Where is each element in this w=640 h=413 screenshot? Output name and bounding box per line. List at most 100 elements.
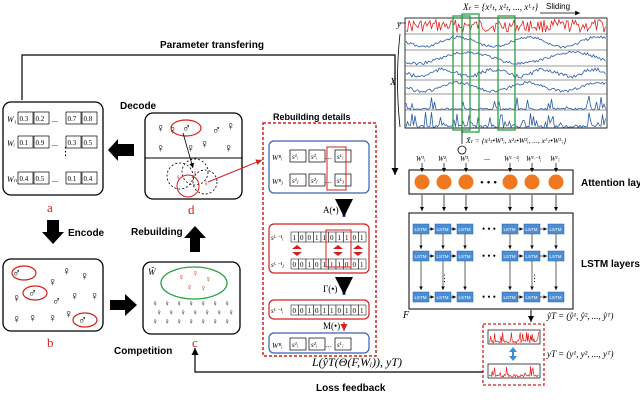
lstm-cell-label: LSTM [415,254,427,259]
bit-string-label: sᴸ⁻¹ᵢ [271,234,283,242]
weight-cell [65,135,82,149]
selected-individual-icon: ♀ [205,274,212,284]
rebuilding-label: Rebuilding [131,227,183,238]
lstm-vdots: ⋮ [440,273,449,283]
input-series-line [405,80,606,94]
weight-ellipsis: ... [484,153,490,162]
weight-row-label: Wₙ [7,175,18,184]
gene-label: s²ᵢ [311,341,317,349]
lstm-cell-label: LSTM [415,227,427,232]
bit-value: 0 [293,261,297,269]
parameter-transfer-label: Parameter transfering [160,40,264,51]
individual-icon: ♀ [176,317,182,326]
input-series-line [405,35,606,49]
bit-value: 1 [360,261,364,269]
attention-weight-label: W¹ᵢ [416,155,425,163]
selected-individual-icon: ♀ [200,283,207,293]
lstm-layers: LSTM LSTM LSTM LSTM LSTM LSTM • • • LSTM LSTM LST… [408,212,574,310]
gene-cell [334,337,352,351]
offspring-icon: ♀ [175,173,181,182]
individual-icon: ♀ [152,299,158,308]
individual-icon: ♀ [200,137,209,151]
individual-icon: ♀ [192,308,198,317]
input-series-line [405,50,606,66]
individual-icon: ♀ [200,317,206,326]
individual-icon: ♀ [168,308,174,317]
weights-vdots: ⋮ [60,146,71,158]
lstm-cell [547,291,565,303]
xt-weighted-label: X̃ₜ = {x¹ₜ•W¹ᵢ, x²ₜ•W²ᵢ, ..., xᴸₜ•Wᴸᵢ} [465,136,566,145]
gene-cell [334,173,352,187]
selected-individual-icon: ♀ [186,282,193,292]
gene-label: sᴸᵢ [337,341,344,349]
lstm-cell-label: LSTM [550,254,562,259]
selected-individual-icon: ♀ [192,268,199,278]
individual-icon: ♀ [70,289,79,303]
weight-value: 0.2 [36,115,45,123]
weight-value: 0.4 [84,175,93,183]
panel-a-label: a [47,200,53,215]
lstm-cell-label: LSTM [437,254,449,259]
weight-row-label: Wᵢ [7,139,15,148]
weight-ellipsis: ... [52,115,58,124]
bit-value: 0 [300,261,304,269]
gene-ellipsis: … [325,341,332,349]
bit-value: 1 [338,261,342,269]
offspring-icon: ♀ [203,179,209,188]
lstm-cell-label: LSTM [526,254,538,259]
gene-cell [289,173,307,187]
attention-layer: • • • [408,169,574,211]
input-series-line [405,18,606,34]
gene-cell [289,337,307,351]
gene-label: sᴸᵢ [337,153,344,161]
bit-value: 1 [345,234,349,242]
competition-arrow [110,294,137,316]
bit-value: 0 [338,307,342,315]
bit-value: 1 [330,307,334,315]
bit-value: 0 [300,234,304,242]
lstm-cell-label: LSTM [504,295,516,300]
gene-cell [334,149,352,163]
bit-value: 1 [323,234,327,242]
gene-label: s¹ᵢ [292,153,298,161]
lstm-cell-label: LSTM [504,254,516,259]
bit-value: 0 [330,234,334,242]
x-axis-label: X [389,77,397,88]
individual-icon: ♀ [48,311,57,325]
panel-c-competition: ♀♀♀♀♀♀♀♀♀♀♀♀♀♀♀♀♀♀♀♀♀♀♀♀♀♀ [142,261,241,335]
encode-arrow [42,220,64,244]
bit-value: 1 [338,234,342,242]
weight-value: 0.3 [68,139,77,147]
individual-icon: ♂ [12,266,21,280]
lstm-ellipsis: • • • [482,224,496,234]
individual-icon: ♀ [224,299,230,308]
attention-weight-label: Wᴸ⁻¹ᵢ [526,155,542,163]
gene-ellipsis: … [325,153,332,161]
gene-cell [308,173,326,187]
gene-label: sᴸⱼ [337,177,345,185]
sliding-label: Sliding [546,2,570,11]
gene-label: s¹ⱼ [292,177,299,185]
panel-c-label: c [192,335,198,350]
lstm-cell-label: LSTM [550,295,562,300]
weight-cell [17,111,34,125]
predicted-series-line [488,332,539,344]
gene-cell [308,337,326,351]
gene-label: s²ᵢ [311,153,317,161]
lstm-cell-label: LSTM [526,227,538,232]
gene-cell [289,149,307,163]
op-a-label: A(•) [323,205,339,215]
lstm-cell-label: LSTM [437,227,449,232]
lstm-ellipsis: • • • [482,251,496,261]
bit-value: 0 [315,307,319,315]
attention-node [436,174,452,190]
lstm-cell-label: LSTM [459,254,471,259]
chromosome-label: Wᴮᵢ [272,341,283,350]
weight-value: 0.9 [36,139,45,147]
bit-value: 0 [315,261,319,269]
panel-d-rebuilding: ♀♂♀♀♀♀♀♀♂♀♀♀ [144,112,263,200]
bit-value: 1 [323,307,327,315]
individual-icon: ♀ [188,317,194,326]
bit-value: 1 [323,261,327,269]
